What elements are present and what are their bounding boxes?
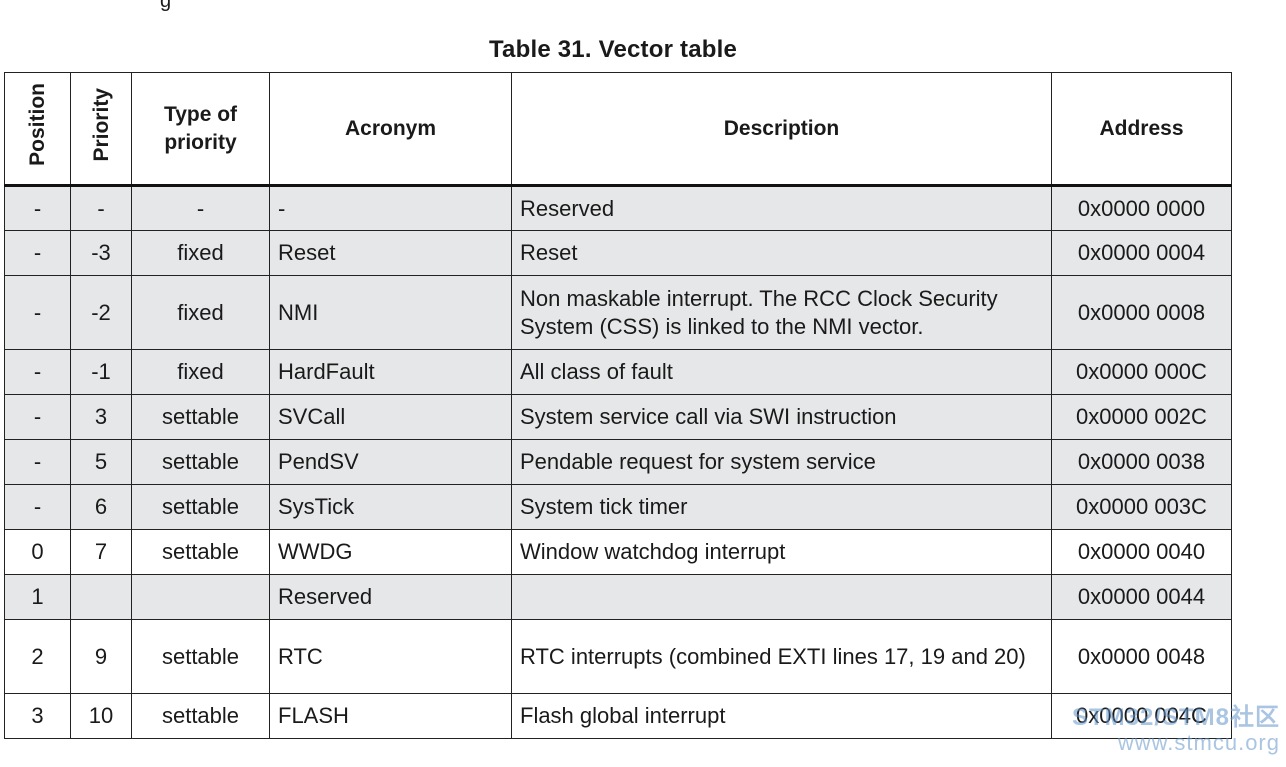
watermark-text: STM32/STM8社区 bbox=[1071, 704, 1280, 731]
cell-priority: 9 bbox=[70, 619, 132, 694]
cell-acronym: FLASH bbox=[269, 693, 512, 739]
cell-description: System tick timer bbox=[511, 484, 1052, 530]
cell-address: 0x0000 0004 bbox=[1051, 230, 1232, 276]
cell-priority: 10 bbox=[70, 693, 132, 739]
cell-priority: -3 bbox=[70, 230, 132, 276]
cell-type: settable bbox=[131, 693, 270, 739]
cell-address: 0x0000 0040 bbox=[1051, 529, 1232, 575]
cell-acronym: SVCall bbox=[269, 394, 512, 440]
cell-description: All class of fault bbox=[511, 349, 1052, 395]
page-top-fragment: g bbox=[160, 0, 172, 12]
cell-type: settable bbox=[131, 394, 270, 440]
cell-priority: -1 bbox=[70, 349, 132, 395]
table-caption: Table 31. Vector table bbox=[488, 36, 738, 63]
cell-address: 0x0000 0000 bbox=[1051, 185, 1232, 231]
cell-address: 0x0000 003C bbox=[1051, 484, 1232, 530]
cell-position: - bbox=[4, 484, 71, 530]
cell-acronym: Reserved bbox=[269, 574, 512, 620]
cell-acronym: SysTick bbox=[269, 484, 512, 530]
cell-description: Non maskable interrupt. The RCC Clock Se… bbox=[511, 275, 1052, 350]
cell-position: - bbox=[4, 394, 71, 440]
table-row: 1 Reserved 0x0000 0044 bbox=[4, 574, 1232, 620]
cell-type: settable bbox=[131, 484, 270, 530]
cell-position: 0 bbox=[4, 529, 71, 575]
cell-type: - bbox=[131, 185, 270, 231]
header-address: Address bbox=[1051, 72, 1232, 187]
cell-description: Flash global interrupt bbox=[511, 693, 1052, 739]
cell-priority: - bbox=[70, 185, 132, 231]
cell-type: fixed bbox=[131, 349, 270, 395]
header-type-of-priority: Type of priority bbox=[131, 72, 270, 187]
cell-position: - bbox=[4, 230, 71, 276]
header-position: Position bbox=[4, 72, 71, 187]
cell-address: 0x0000 0044 bbox=[1051, 574, 1232, 620]
cell-type: settable bbox=[131, 439, 270, 485]
cell-address: 0x0000 004C bbox=[1051, 693, 1232, 739]
cell-address: 0x0000 0038 bbox=[1051, 439, 1232, 485]
cell-priority: 3 bbox=[70, 394, 132, 440]
cell-priority: 7 bbox=[70, 529, 132, 575]
cell-address: 0x0000 002C bbox=[1051, 394, 1232, 440]
cell-acronym: RTC bbox=[269, 619, 512, 694]
cell-acronym: PendSV bbox=[269, 439, 512, 485]
cell-description: Reserved bbox=[511, 185, 1052, 231]
cell-position: 1 bbox=[4, 574, 71, 620]
vector-table: Position Priority Type of priority Acron… bbox=[4, 72, 1232, 739]
watermark-url: www.stmcu.org bbox=[1117, 730, 1280, 755]
cell-acronym: NMI bbox=[269, 275, 512, 350]
cell-position: - bbox=[4, 439, 71, 485]
cell-acronym: HardFault bbox=[269, 349, 512, 395]
cell-description bbox=[511, 574, 1052, 620]
cell-address: 0x0000 0008 bbox=[1051, 275, 1232, 350]
cell-position: 2 bbox=[4, 619, 71, 694]
table-header-row: Position Priority Type of priority Acron… bbox=[4, 72, 1232, 187]
cell-priority: -2 bbox=[70, 275, 132, 350]
cell-position: 3 bbox=[4, 693, 71, 739]
cell-acronym: Reset bbox=[269, 230, 512, 276]
cell-type: fixed bbox=[131, 230, 270, 276]
cell-description: Reset bbox=[511, 230, 1052, 276]
header-priority: Priority bbox=[70, 72, 132, 187]
watermark: STM32/STM8社区 www.stmcu.org bbox=[1072, 706, 1280, 754]
header-acronym: Acronym bbox=[269, 72, 512, 187]
cell-description: Window watchdog interrupt bbox=[511, 529, 1052, 575]
cell-description: Pendable request for system service bbox=[511, 439, 1052, 485]
cell-description: System service call via SWI instruction bbox=[511, 394, 1052, 440]
cell-type: settable bbox=[131, 529, 270, 575]
cell-type: settable bbox=[131, 619, 270, 694]
cell-priority bbox=[70, 574, 132, 620]
cell-position: - bbox=[4, 275, 71, 350]
cell-priority: 5 bbox=[70, 439, 132, 485]
cell-description: RTC interrupts (combined EXTI lines 17, … bbox=[511, 619, 1052, 694]
cell-priority: 6 bbox=[70, 484, 132, 530]
cell-address: 0x0000 0048 bbox=[1051, 619, 1232, 694]
cell-position: - bbox=[4, 185, 71, 231]
cell-type bbox=[131, 574, 270, 620]
cell-address: 0x0000 000C bbox=[1051, 349, 1232, 395]
cell-type: fixed bbox=[131, 275, 270, 350]
cell-acronym: - bbox=[269, 185, 512, 231]
cell-position: - bbox=[4, 349, 71, 395]
cell-acronym: WWDG bbox=[269, 529, 512, 575]
header-description: Description bbox=[511, 72, 1052, 187]
